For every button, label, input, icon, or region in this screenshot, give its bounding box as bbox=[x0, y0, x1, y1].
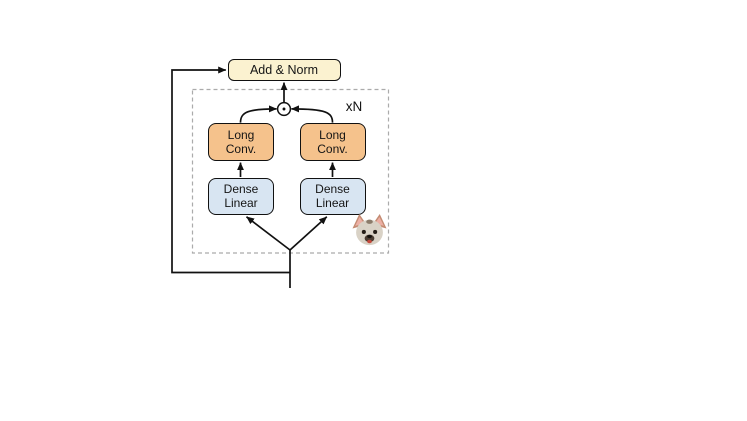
dense-linear-block-right: Dense Linear bbox=[299, 177, 366, 215]
long-conv-block-left: Long Conv. bbox=[208, 123, 274, 161]
dense-linear-label-line2: Linear bbox=[315, 196, 350, 211]
branch-left-arrow bbox=[245, 216, 291, 251]
long-conv-label-line2: Conv. bbox=[317, 142, 348, 156]
repeat-count-label: xN bbox=[345, 99, 363, 114]
add-norm-block: Add & Norm bbox=[227, 59, 341, 81]
dense-linear-label-line2: Linear bbox=[224, 196, 258, 211]
dense-linear-label-line1: Dense bbox=[223, 182, 259, 197]
long-conv-label-line1: Long bbox=[319, 127, 346, 142]
long-conv-block-right: Long Conv. bbox=[299, 123, 366, 161]
conv-to-multiply-right-arrow bbox=[290, 105, 334, 123]
long-conv-label-line1: Long bbox=[227, 127, 255, 142]
dense-linear-label-line1: Dense bbox=[315, 182, 350, 197]
long-conv-label-line2: Conv. bbox=[225, 142, 257, 156]
dog-face-icon bbox=[352, 213, 387, 246]
conv-to-multiply-left-arrow bbox=[239, 105, 278, 123]
skip-connection-line bbox=[171, 66, 290, 274]
dense-linear-block-left: Dense Linear bbox=[208, 177, 274, 215]
branch-right-arrow bbox=[289, 216, 328, 251]
circle-dot-multiply-icon bbox=[276, 101, 292, 117]
add-norm-label: Add & Norm bbox=[249, 62, 319, 77]
